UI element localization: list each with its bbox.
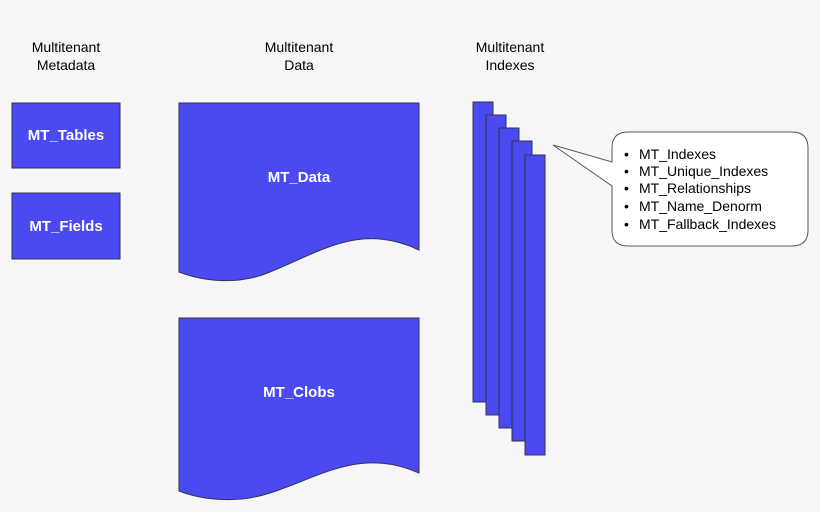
callout-list: • MT_Indexes • MT_Unique_Indexes • MT_Re… bbox=[624, 146, 776, 232]
callout-item-label: MT_Fallback_Indexes bbox=[639, 216, 776, 232]
mt-clobs-document: MT_Clobs bbox=[178, 317, 420, 500]
mt-data-shape bbox=[178, 102, 420, 282]
mt-fields-box: MT_Fields bbox=[11, 192, 121, 260]
mt-data-label: MT_Data bbox=[268, 169, 331, 186]
mt-clobs-label: MT_Clobs bbox=[263, 384, 335, 401]
index-sheet bbox=[524, 154, 546, 456]
callout-item-label: MT_Relationships bbox=[639, 180, 751, 196]
heading-data: Multitenant Data bbox=[265, 39, 334, 73]
heading-indexes: Multitenant Indexes bbox=[476, 39, 545, 73]
mt-tables-label: MT_Tables bbox=[28, 127, 104, 144]
callout-bullet: • bbox=[624, 180, 629, 196]
mt-fields-label: MT_Fields bbox=[29, 218, 102, 235]
heading-metadata: Multitenant Metadata bbox=[32, 39, 101, 73]
callout-bubble: • MT_Indexes • MT_Unique_Indexes • MT_Re… bbox=[552, 131, 809, 247]
mt-clobs-shape bbox=[178, 317, 420, 500]
callout-shape bbox=[552, 131, 809, 247]
callout-item: • MT_Name_Denorm bbox=[624, 198, 762, 214]
callout-item: • MT_Relationships bbox=[624, 180, 751, 196]
index-stack bbox=[472, 101, 546, 456]
callout-item-label: MT_Unique_Indexes bbox=[639, 163, 768, 179]
callout-item: • MT_Unique_Indexes bbox=[624, 163, 768, 179]
callout-item: • MT_Indexes bbox=[624, 146, 716, 162]
callout-item: • MT_Fallback_Indexes bbox=[624, 216, 776, 232]
callout-bullet: • bbox=[624, 198, 629, 214]
callout-item-label: MT_Indexes bbox=[639, 146, 716, 162]
heading-data-line2: Data bbox=[284, 57, 314, 73]
callout-bullet: • bbox=[624, 146, 629, 162]
mt-tables-rect bbox=[11, 102, 121, 169]
heading-metadata-line1: Multitenant bbox=[32, 39, 101, 55]
mt-tables-box: MT_Tables bbox=[11, 102, 121, 169]
heading-indexes-line2: Indexes bbox=[485, 57, 534, 73]
mt-data-document: MT_Data bbox=[178, 102, 420, 282]
heading-data-line1: Multitenant bbox=[265, 39, 334, 55]
heading-indexes-line1: Multitenant bbox=[476, 39, 545, 55]
callout-bullet: • bbox=[624, 163, 629, 179]
heading-metadata-line2: Metadata bbox=[37, 57, 96, 73]
mt-fields-rect bbox=[11, 192, 121, 260]
callout-bullet: • bbox=[624, 216, 629, 232]
callout-item-label: MT_Name_Denorm bbox=[639, 198, 762, 214]
